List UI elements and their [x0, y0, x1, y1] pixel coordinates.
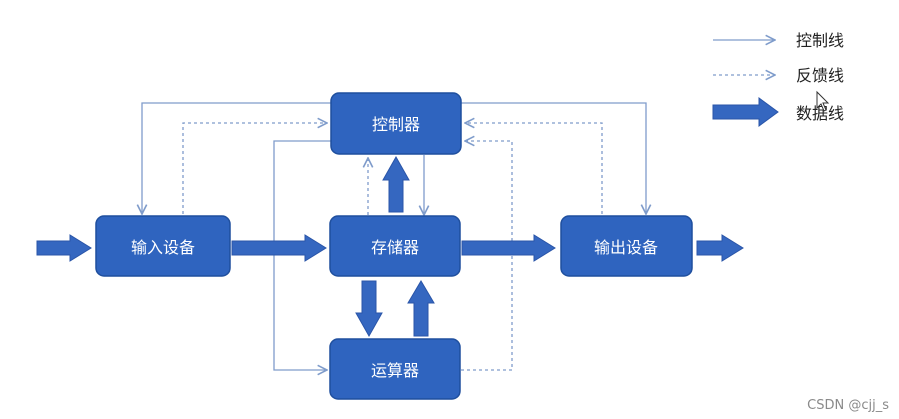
- node-alu: 运算器: [329, 338, 461, 400]
- node-controller-label: 控制器: [372, 115, 420, 134]
- legend: 控制线 反馈线 数据线: [712, 31, 844, 127]
- data-arrow-memory-to-controller: [382, 155, 410, 213]
- data-arrow-memory-to-output: [461, 234, 556, 262]
- data-arrow-out-of-output: [696, 234, 744, 262]
- node-memory-label: 存储器: [371, 238, 419, 257]
- legend-control-label: 控制线: [796, 31, 844, 50]
- legend-data-label: 数据线: [796, 104, 844, 123]
- data-arrow-input-to-memory: [231, 234, 327, 262]
- data-arrow-alu-to-memory: [407, 280, 435, 337]
- node-controller: 控制器: [330, 92, 462, 155]
- legend-data-arrow: [712, 97, 779, 127]
- data-arrow-into-input: [36, 234, 92, 262]
- node-memory: 存储器: [329, 215, 461, 277]
- feedback-line-from-alu: [461, 141, 513, 371]
- legend-feedback-label: 反馈线: [796, 66, 844, 85]
- node-input-device-label: 输入设备: [131, 238, 195, 257]
- node-output-device: 输出设备: [560, 215, 693, 277]
- feedback-line-from-input: [182, 123, 327, 214]
- watermark: CSDN @cjj_s: [807, 398, 889, 413]
- feedback-line-from-output: [465, 123, 603, 214]
- mouse-cursor-icon: [816, 90, 830, 112]
- data-arrow-memory-to-alu: [355, 280, 383, 338]
- node-input-device: 输入设备: [95, 215, 231, 277]
- data-arrows: [36, 155, 744, 338]
- feedback-lines: [182, 123, 603, 371]
- node-output-device-label: 输出设备: [594, 238, 658, 257]
- node-alu-label: 运算器: [371, 361, 419, 380]
- control-line-to-output: [461, 102, 646, 214]
- control-line-to-input: [142, 102, 331, 214]
